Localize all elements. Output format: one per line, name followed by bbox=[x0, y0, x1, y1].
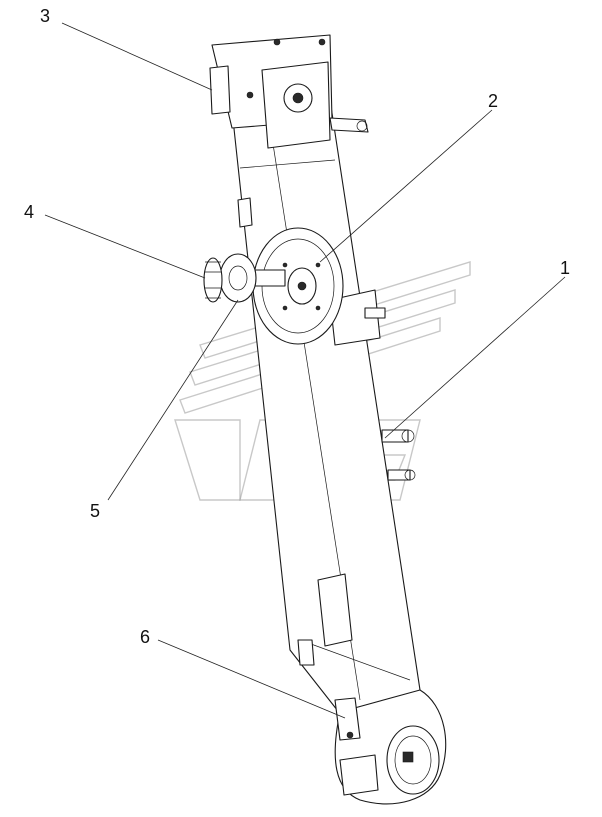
leader-lines bbox=[44, 22, 566, 719]
leader-line-6 bbox=[157, 639, 346, 719]
callout-2: 2 bbox=[488, 91, 498, 111]
callout-5: 5 bbox=[90, 501, 100, 521]
callout-labels: 1 2 3 4 5 6 bbox=[24, 6, 570, 647]
leader-line-1 bbox=[384, 276, 566, 439]
leader-line-5 bbox=[107, 299, 239, 501]
pulley bbox=[252, 227, 344, 345]
callout-4: 4 bbox=[24, 202, 34, 222]
drive-shaft bbox=[203, 253, 286, 303]
leader-line-4 bbox=[44, 214, 206, 279]
callout-3: 3 bbox=[40, 6, 50, 26]
callout-6: 6 bbox=[140, 627, 150, 647]
callout-1: 1 bbox=[560, 258, 570, 278]
leader-line-2 bbox=[319, 109, 493, 263]
leader-line-3 bbox=[61, 22, 213, 91]
